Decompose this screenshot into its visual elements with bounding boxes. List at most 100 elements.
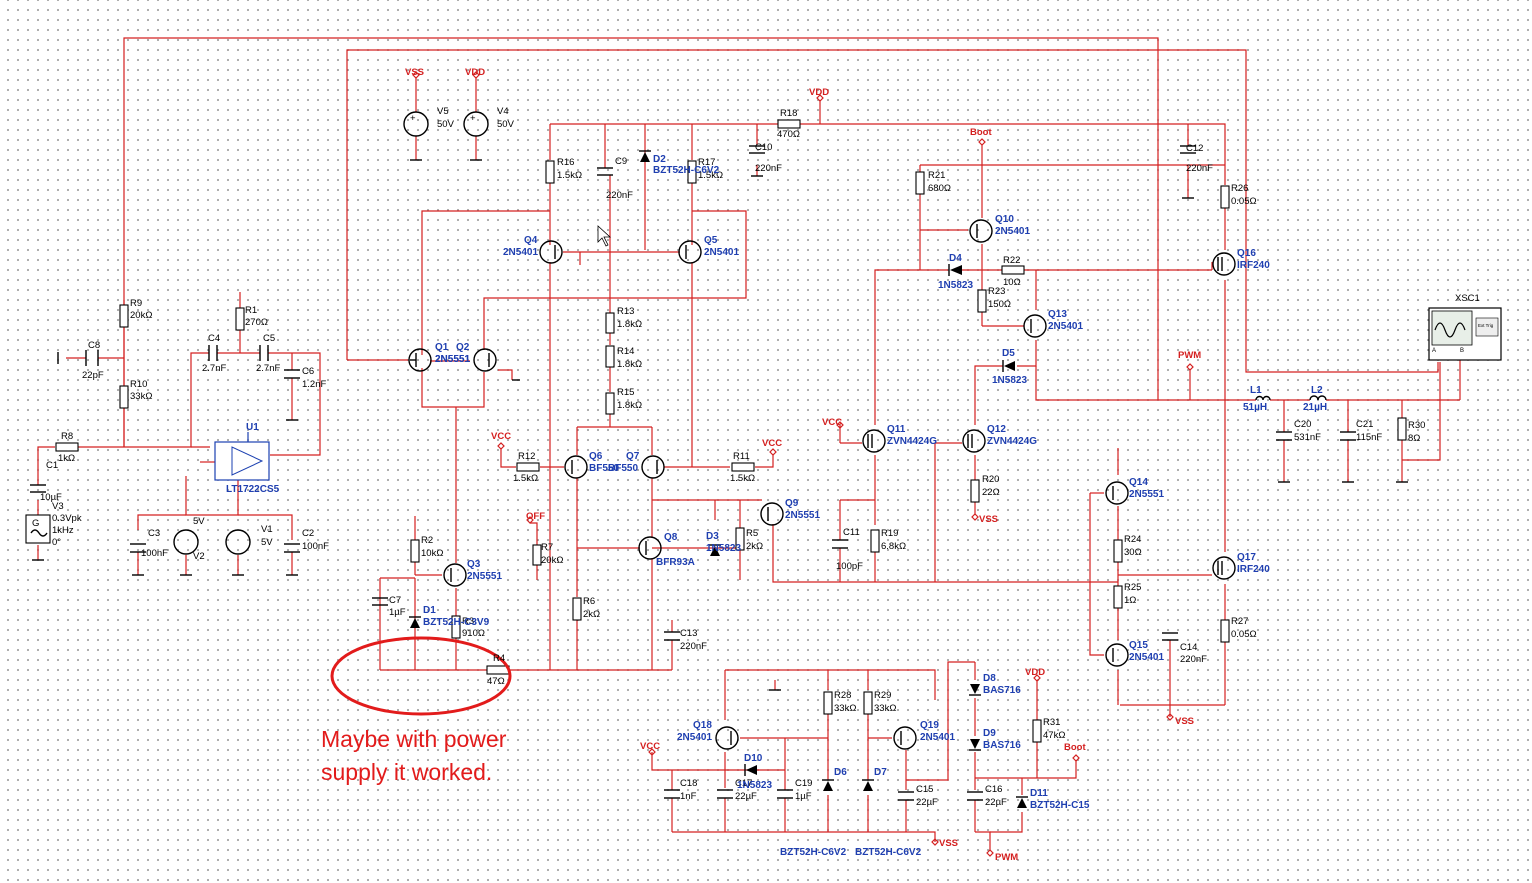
q7-body[interactable]: [641, 455, 665, 479]
d6-body[interactable]: [822, 779, 834, 791]
r29-body[interactable]: [863, 691, 873, 715]
r30-body[interactable]: [1397, 417, 1407, 441]
u1-opamp[interactable]: [214, 432, 270, 481]
r4-body[interactable]: [486, 665, 510, 675]
c5-body[interactable]: [259, 345, 269, 361]
d3-body[interactable]: [709, 544, 721, 556]
r21-body[interactable]: [915, 171, 925, 195]
c10-body[interactable]: [749, 145, 765, 154]
c6-body[interactable]: [284, 369, 300, 379]
rail-vdd-top: VDD: [465, 67, 485, 78]
c3-body[interactable]: [130, 543, 146, 553]
d4-body[interactable]: [948, 264, 962, 276]
rail-boot-bottom: Boot: [1064, 742, 1086, 753]
d8-body[interactable]: [969, 684, 981, 696]
c1-body[interactable]: [30, 484, 46, 493]
q10-body[interactable]: [969, 219, 993, 243]
q13-body[interactable]: [1023, 314, 1047, 338]
c12-body[interactable]: [1180, 145, 1196, 154]
r16-body[interactable]: [545, 160, 555, 184]
r2-body[interactable]: [410, 539, 420, 563]
c8-body[interactable]: [85, 350, 99, 366]
q16-body[interactable]: [1212, 252, 1236, 276]
c16-body[interactable]: [967, 791, 983, 801]
c19-body[interactable]: [777, 789, 793, 799]
r22-body[interactable]: [1001, 265, 1025, 275]
rail-vdd-r31: VDD: [1025, 667, 1045, 678]
r5-body[interactable]: [735, 527, 745, 551]
r11-body[interactable]: [731, 462, 755, 472]
q14-body[interactable]: [1105, 481, 1129, 505]
c1-name: C1: [46, 460, 58, 471]
c4-body[interactable]: [208, 345, 218, 361]
v4-body[interactable]: +: [463, 111, 489, 137]
r18-body[interactable]: [777, 119, 801, 129]
d11-body[interactable]: [1016, 796, 1028, 808]
r15-body[interactable]: [605, 392, 615, 415]
q8-body[interactable]: [638, 536, 662, 560]
v5-body[interactable]: +: [403, 111, 429, 137]
d9-body[interactable]: [969, 739, 981, 751]
d1-body[interactable]: [409, 616, 421, 628]
r25-body[interactable]: [1113, 585, 1123, 609]
q4-body[interactable]: [539, 240, 563, 264]
c20-body[interactable]: [1276, 431, 1292, 441]
r9-body[interactable]: [119, 304, 129, 328]
r6-body[interactable]: [572, 597, 582, 621]
q3-body[interactable]: [443, 563, 467, 587]
r23-body[interactable]: [977, 289, 987, 313]
v1-body[interactable]: [225, 529, 251, 555]
r7-body[interactable]: [532, 544, 542, 566]
d10-body[interactable]: [744, 764, 757, 776]
c14-body[interactable]: [1162, 632, 1178, 641]
c10-value: 220nF: [755, 163, 782, 174]
c13-body[interactable]: [664, 631, 680, 641]
q12-body[interactable]: [962, 429, 986, 453]
r13-body[interactable]: [605, 312, 615, 334]
r19-body[interactable]: [870, 529, 880, 553]
q1-body[interactable]: [408, 348, 432, 372]
q15-body[interactable]: [1105, 643, 1129, 667]
c18-body[interactable]: [664, 789, 680, 799]
q11-body[interactable]: [862, 429, 886, 453]
r26-body[interactable]: [1220, 185, 1230, 209]
d10-name: D10: [744, 753, 763, 764]
d7-body[interactable]: [862, 779, 874, 791]
c2-body[interactable]: [284, 543, 300, 553]
c17-body[interactable]: [717, 789, 733, 799]
l2-body[interactable]: [1309, 395, 1327, 401]
c11-body[interactable]: [832, 539, 848, 549]
c21-body[interactable]: [1340, 431, 1356, 441]
oscilloscope-xsc1[interactable]: Ext Trig A B: [1428, 307, 1502, 361]
q18-body[interactable]: [715, 726, 739, 750]
r17-body[interactable]: [687, 160, 697, 184]
r14-body[interactable]: [605, 345, 615, 368]
r10-body[interactable]: [119, 385, 129, 409]
l1-body[interactable]: [1255, 395, 1271, 401]
v2-body[interactable]: [173, 529, 199, 555]
svg-text:+: +: [410, 113, 416, 124]
r12-body[interactable]: [516, 462, 540, 472]
r8-body[interactable]: [55, 442, 79, 452]
r3-body[interactable]: [451, 615, 461, 639]
scope-b: B: [1460, 348, 1464, 354]
d5-body[interactable]: [1002, 360, 1015, 372]
r20-body[interactable]: [970, 479, 980, 503]
q2-body[interactable]: [473, 348, 497, 372]
d2-body[interactable]: [639, 150, 651, 162]
q5-body[interactable]: [678, 240, 702, 264]
c9-body[interactable]: [597, 167, 613, 176]
q6-body[interactable]: [564, 455, 588, 479]
r24-body[interactable]: [1113, 539, 1123, 563]
c15-body[interactable]: [898, 791, 914, 801]
q9-body[interactable]: [760, 502, 784, 526]
r28-body[interactable]: [823, 691, 833, 715]
r27-body[interactable]: [1220, 619, 1230, 643]
c7-body[interactable]: [372, 597, 388, 606]
q17-body[interactable]: [1212, 556, 1236, 580]
v3-body[interactable]: G: [25, 514, 51, 544]
r1-body[interactable]: [235, 307, 245, 331]
q19-body[interactable]: [893, 726, 917, 750]
r31-body[interactable]: [1032, 719, 1042, 743]
